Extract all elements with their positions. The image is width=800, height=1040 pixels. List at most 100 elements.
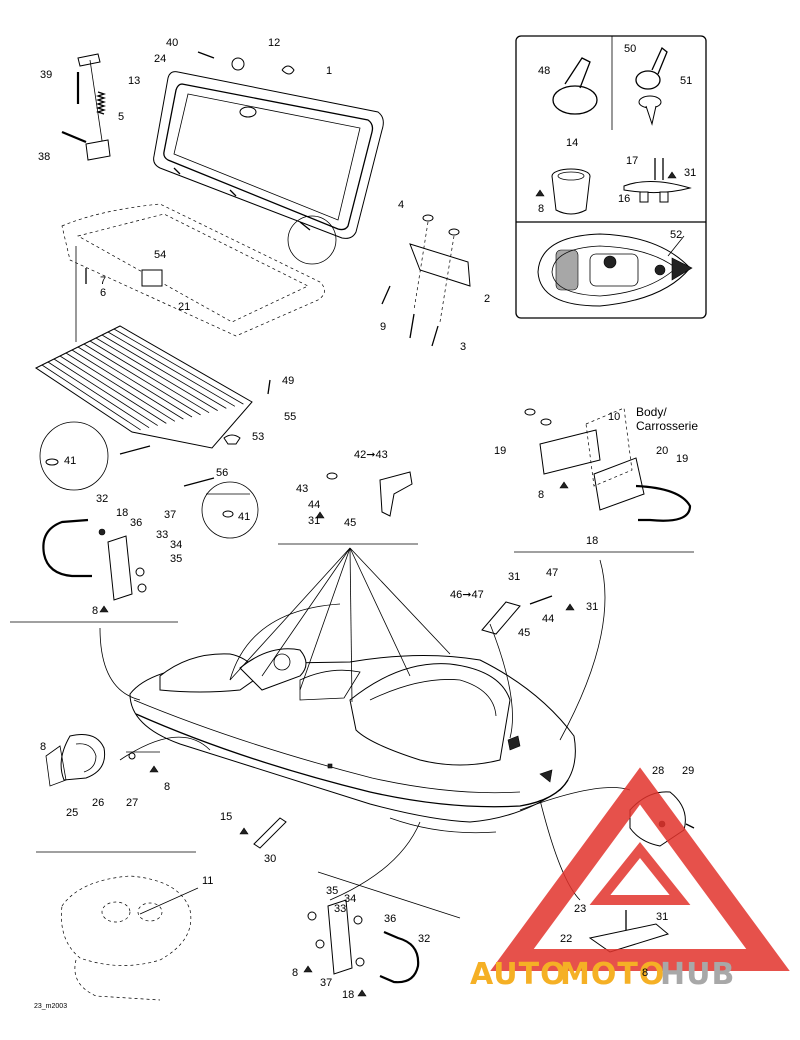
callout-50-48: 50 [624, 43, 636, 55]
rear-side-parts [45, 734, 160, 787]
callout-36-24: 36 [130, 517, 142, 529]
storage-compartment [61, 203, 325, 342]
callout-8-56: 8 [40, 741, 46, 753]
callout-31-33: 31 [308, 515, 320, 527]
storage-lid [153, 51, 384, 265]
callout-33-26: 33 [156, 529, 168, 541]
callout-45-45: 45 [518, 627, 530, 639]
callout-18-73: 18 [342, 989, 354, 1001]
callout-56-20: 56 [216, 467, 228, 479]
callout-31-41: 31 [508, 571, 520, 583]
callout-37-72: 37 [320, 977, 332, 989]
inset-panel [515, 35, 707, 319]
callout-53-18: 53 [252, 431, 264, 443]
callout-4-12: 4 [398, 199, 404, 211]
strap-part [552, 57, 598, 115]
callout-44-44: 44 [542, 613, 554, 625]
callout-30-62: 30 [264, 853, 276, 865]
separator-bottom [317, 871, 461, 919]
callout-44-32: 44 [308, 499, 320, 511]
callout-5-6: 5 [118, 111, 124, 123]
callout-49-16: 49 [282, 375, 294, 387]
callout-48-47: 48 [538, 65, 550, 77]
handle-42-43 [315, 471, 413, 519]
callout-18-23: 18 [116, 507, 128, 519]
callout-33-68: 33 [334, 903, 346, 915]
callout-17-52: 17 [626, 155, 638, 167]
footer-code: 23_m2003 [34, 1003, 67, 1010]
callout-51-49: 51 [680, 75, 692, 87]
callout-38-7: 38 [38, 151, 50, 163]
callout-8-71: 8 [292, 967, 298, 979]
callout-37-25: 37 [164, 509, 176, 521]
callout-19-38: 19 [494, 445, 506, 457]
hinge-assembly [61, 53, 111, 161]
callout-43-31: 43 [296, 483, 308, 495]
callout-labels: 1124024133953876542142934955534156413218… [38, 37, 696, 1001]
callout-14-50: 14 [566, 137, 578, 149]
callout-7-8: 7 [100, 275, 106, 287]
watermark-hub: HUB [660, 957, 735, 992]
callout-41-21: 41 [238, 511, 250, 523]
detail-41-circles [39, 421, 259, 539]
hull-top-view [537, 233, 693, 307]
callout-2-13: 2 [484, 293, 490, 305]
callout-47-42: 47 [546, 567, 558, 579]
leader-lines [99, 547, 631, 901]
section-label-line2: Carrosserie [636, 419, 698, 433]
grab-handle-bottom [303, 899, 420, 997]
cup-holder-part [535, 168, 591, 215]
callout-22-76: 22 [560, 933, 572, 945]
floor-mat [35, 325, 271, 487]
callout-29-64: 29 [682, 765, 694, 777]
callout-40-2: 40 [166, 37, 178, 49]
callout-36-69: 36 [384, 913, 396, 925]
clip-part [635, 46, 668, 126]
callout-1-0: 1 [326, 65, 332, 77]
callout-35-66: 35 [326, 885, 338, 897]
callout-32-22: 32 [96, 493, 108, 505]
automotohub-watermark: AUTO MOTO HUB [470, 767, 790, 992]
callout-27-59: 27 [126, 797, 138, 809]
callout-8-39: 8 [538, 489, 544, 501]
cleat-part [623, 158, 692, 203]
callout-8-77: 8 [642, 967, 648, 979]
callout-31-53: 31 [684, 167, 696, 179]
callout-16-54: 16 [618, 193, 630, 205]
callout-21-11: 21 [178, 301, 190, 313]
callout-26-58: 26 [92, 797, 104, 809]
watermark-moto: MOTO [560, 957, 665, 992]
section-label-line1: Body/ [636, 405, 667, 419]
grab-handle-left [42, 518, 147, 613]
callout-3-15: 3 [460, 341, 466, 353]
watermark-auto: AUTO [470, 957, 567, 992]
callout-35-28: 35 [170, 553, 182, 565]
callout-52-55: 52 [670, 229, 682, 241]
callout-42-to-43-30: 42➞43 [354, 449, 388, 461]
callout-46-to-47-43: 46➞47 [450, 589, 484, 601]
handle-46-47 [481, 595, 575, 635]
callout-28-63: 28 [652, 765, 664, 777]
callout-10-35: 10 [608, 411, 620, 423]
callout-54-10: 54 [154, 249, 166, 261]
callout-25-57: 25 [66, 807, 78, 819]
callout-11-65: 11 [202, 875, 213, 887]
callout-39-5: 39 [40, 69, 52, 81]
console-inset [61, 875, 199, 1001]
callout-8-51: 8 [538, 203, 544, 215]
callout-23-74: 23 [574, 903, 586, 915]
callout-32-70: 32 [418, 933, 430, 945]
callout-9-14: 9 [380, 321, 386, 333]
callout-45-34: 45 [344, 517, 356, 529]
callout-6-9: 6 [100, 287, 106, 299]
bracket-assembly [381, 214, 471, 347]
callout-34-67: 34 [344, 893, 356, 905]
callout-55-17: 55 [284, 411, 296, 423]
callout-20-36: 20 [656, 445, 668, 457]
callout-24-3: 24 [154, 53, 166, 65]
body-plate-assembly [524, 407, 692, 522]
drain-plug-part [239, 817, 287, 849]
callout-12-1: 12 [268, 37, 280, 49]
